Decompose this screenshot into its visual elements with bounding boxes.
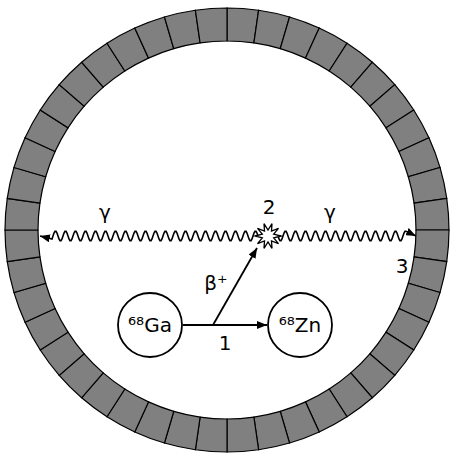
gamma-label: γ [324, 202, 336, 222]
gamma-ray [40, 231, 258, 241]
nucleus-circle: ⁶⁸Zn [267, 292, 333, 358]
circle-outline [268, 293, 332, 357]
annihilation-burst [255, 224, 281, 249]
detector-block [414, 230, 449, 262]
detector-block [227, 417, 259, 452]
isotope-name: ⁶⁸Zn [279, 315, 321, 335]
detector-ring [5, 8, 449, 452]
decay-arrow [183, 324, 267, 326]
detector-block [5, 230, 40, 262]
detector-block [254, 411, 290, 449]
circle-outline [118, 293, 182, 357]
callout-number: 3 [396, 256, 409, 276]
gamma-label: γ [99, 202, 111, 222]
detector-block [5, 198, 40, 230]
detector-block [7, 257, 45, 293]
isotope-name: ⁶⁸Ga [128, 315, 172, 335]
callout-number: 1 [219, 333, 232, 353]
detector-block [164, 10, 200, 48]
positron-label: β⁺ [204, 273, 227, 293]
detector-block [195, 8, 227, 43]
callout-number: 2 [263, 197, 276, 217]
gamma-ray [278, 231, 416, 241]
nucleus-circle: ⁶⁸Ga [117, 292, 183, 358]
detector-block [414, 198, 449, 230]
detector-block [227, 8, 259, 43]
detector-block [408, 167, 446, 203]
detector-block [195, 417, 227, 452]
